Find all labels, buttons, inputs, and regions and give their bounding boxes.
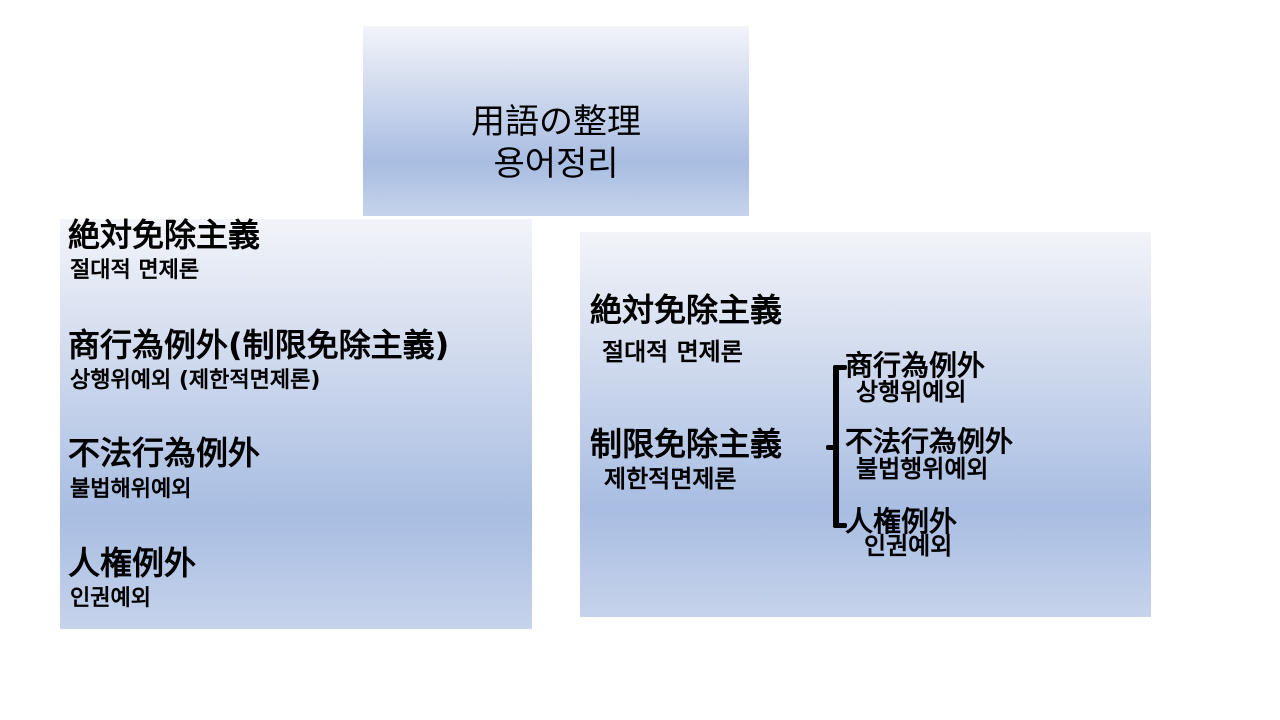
bracket-bottom-tick bbox=[833, 523, 847, 528]
absolute-immunity-ko: 절대적 면제론 bbox=[602, 338, 743, 366]
term-commercial-ko: 상행위예외 (제한적면제론) bbox=[70, 368, 321, 393]
classification-diagram-box: 絶対免除主義 절대적 면제론 制限免除主義 제한적면제론 商行為例外 상행위예외… bbox=[580, 232, 1151, 617]
exception-commercial-ko: 상행위예외 bbox=[856, 378, 967, 406]
title-korean: 용어정리 bbox=[493, 144, 619, 184]
exception-tort-jp: 不法行為例外 bbox=[845, 425, 1014, 458]
term-absolute-jp: 絶対免除主義 bbox=[68, 216, 261, 254]
title-japanese: 用語の整理 bbox=[471, 102, 641, 142]
exception-commercial-jp: 商行為例外 bbox=[845, 349, 986, 382]
exception-human-rights-jp: 人権例外 bbox=[845, 505, 958, 538]
bracket-middle-tick bbox=[826, 445, 836, 450]
term-human-rights-ko: 인권예외 bbox=[70, 586, 151, 611]
absolute-immunity-jp: 絶対免除主義 bbox=[590, 291, 783, 329]
term-tort-jp: 不法行為例外 bbox=[68, 434, 261, 472]
bracket-top-tick bbox=[833, 365, 847, 370]
title-box: 用語の整理 용어정리 bbox=[363, 26, 749, 216]
bracket-line bbox=[833, 367, 839, 527]
restrictive-immunity-ko: 제한적면제론 bbox=[604, 465, 737, 493]
term-commercial-jp: 商行為例外(制限免除主義) bbox=[68, 326, 450, 364]
term-absolute-ko: 절대적 면제론 bbox=[70, 258, 200, 283]
term-tort-ko: 불법해위예외 bbox=[70, 477, 192, 502]
exception-tort-ko: 불법행위예외 bbox=[856, 455, 989, 483]
exception-human-rights-ko: 인권예외 bbox=[864, 532, 953, 560]
terms-list-box: 絶対免除主義 절대적 면제론 商行為例外(制限免除主義) 상행위예외 (제한적면… bbox=[60, 216, 532, 629]
restrictive-immunity-jp: 制限免除主義 bbox=[590, 425, 783, 463]
term-human-rights-jp: 人権例外 bbox=[68, 544, 197, 582]
